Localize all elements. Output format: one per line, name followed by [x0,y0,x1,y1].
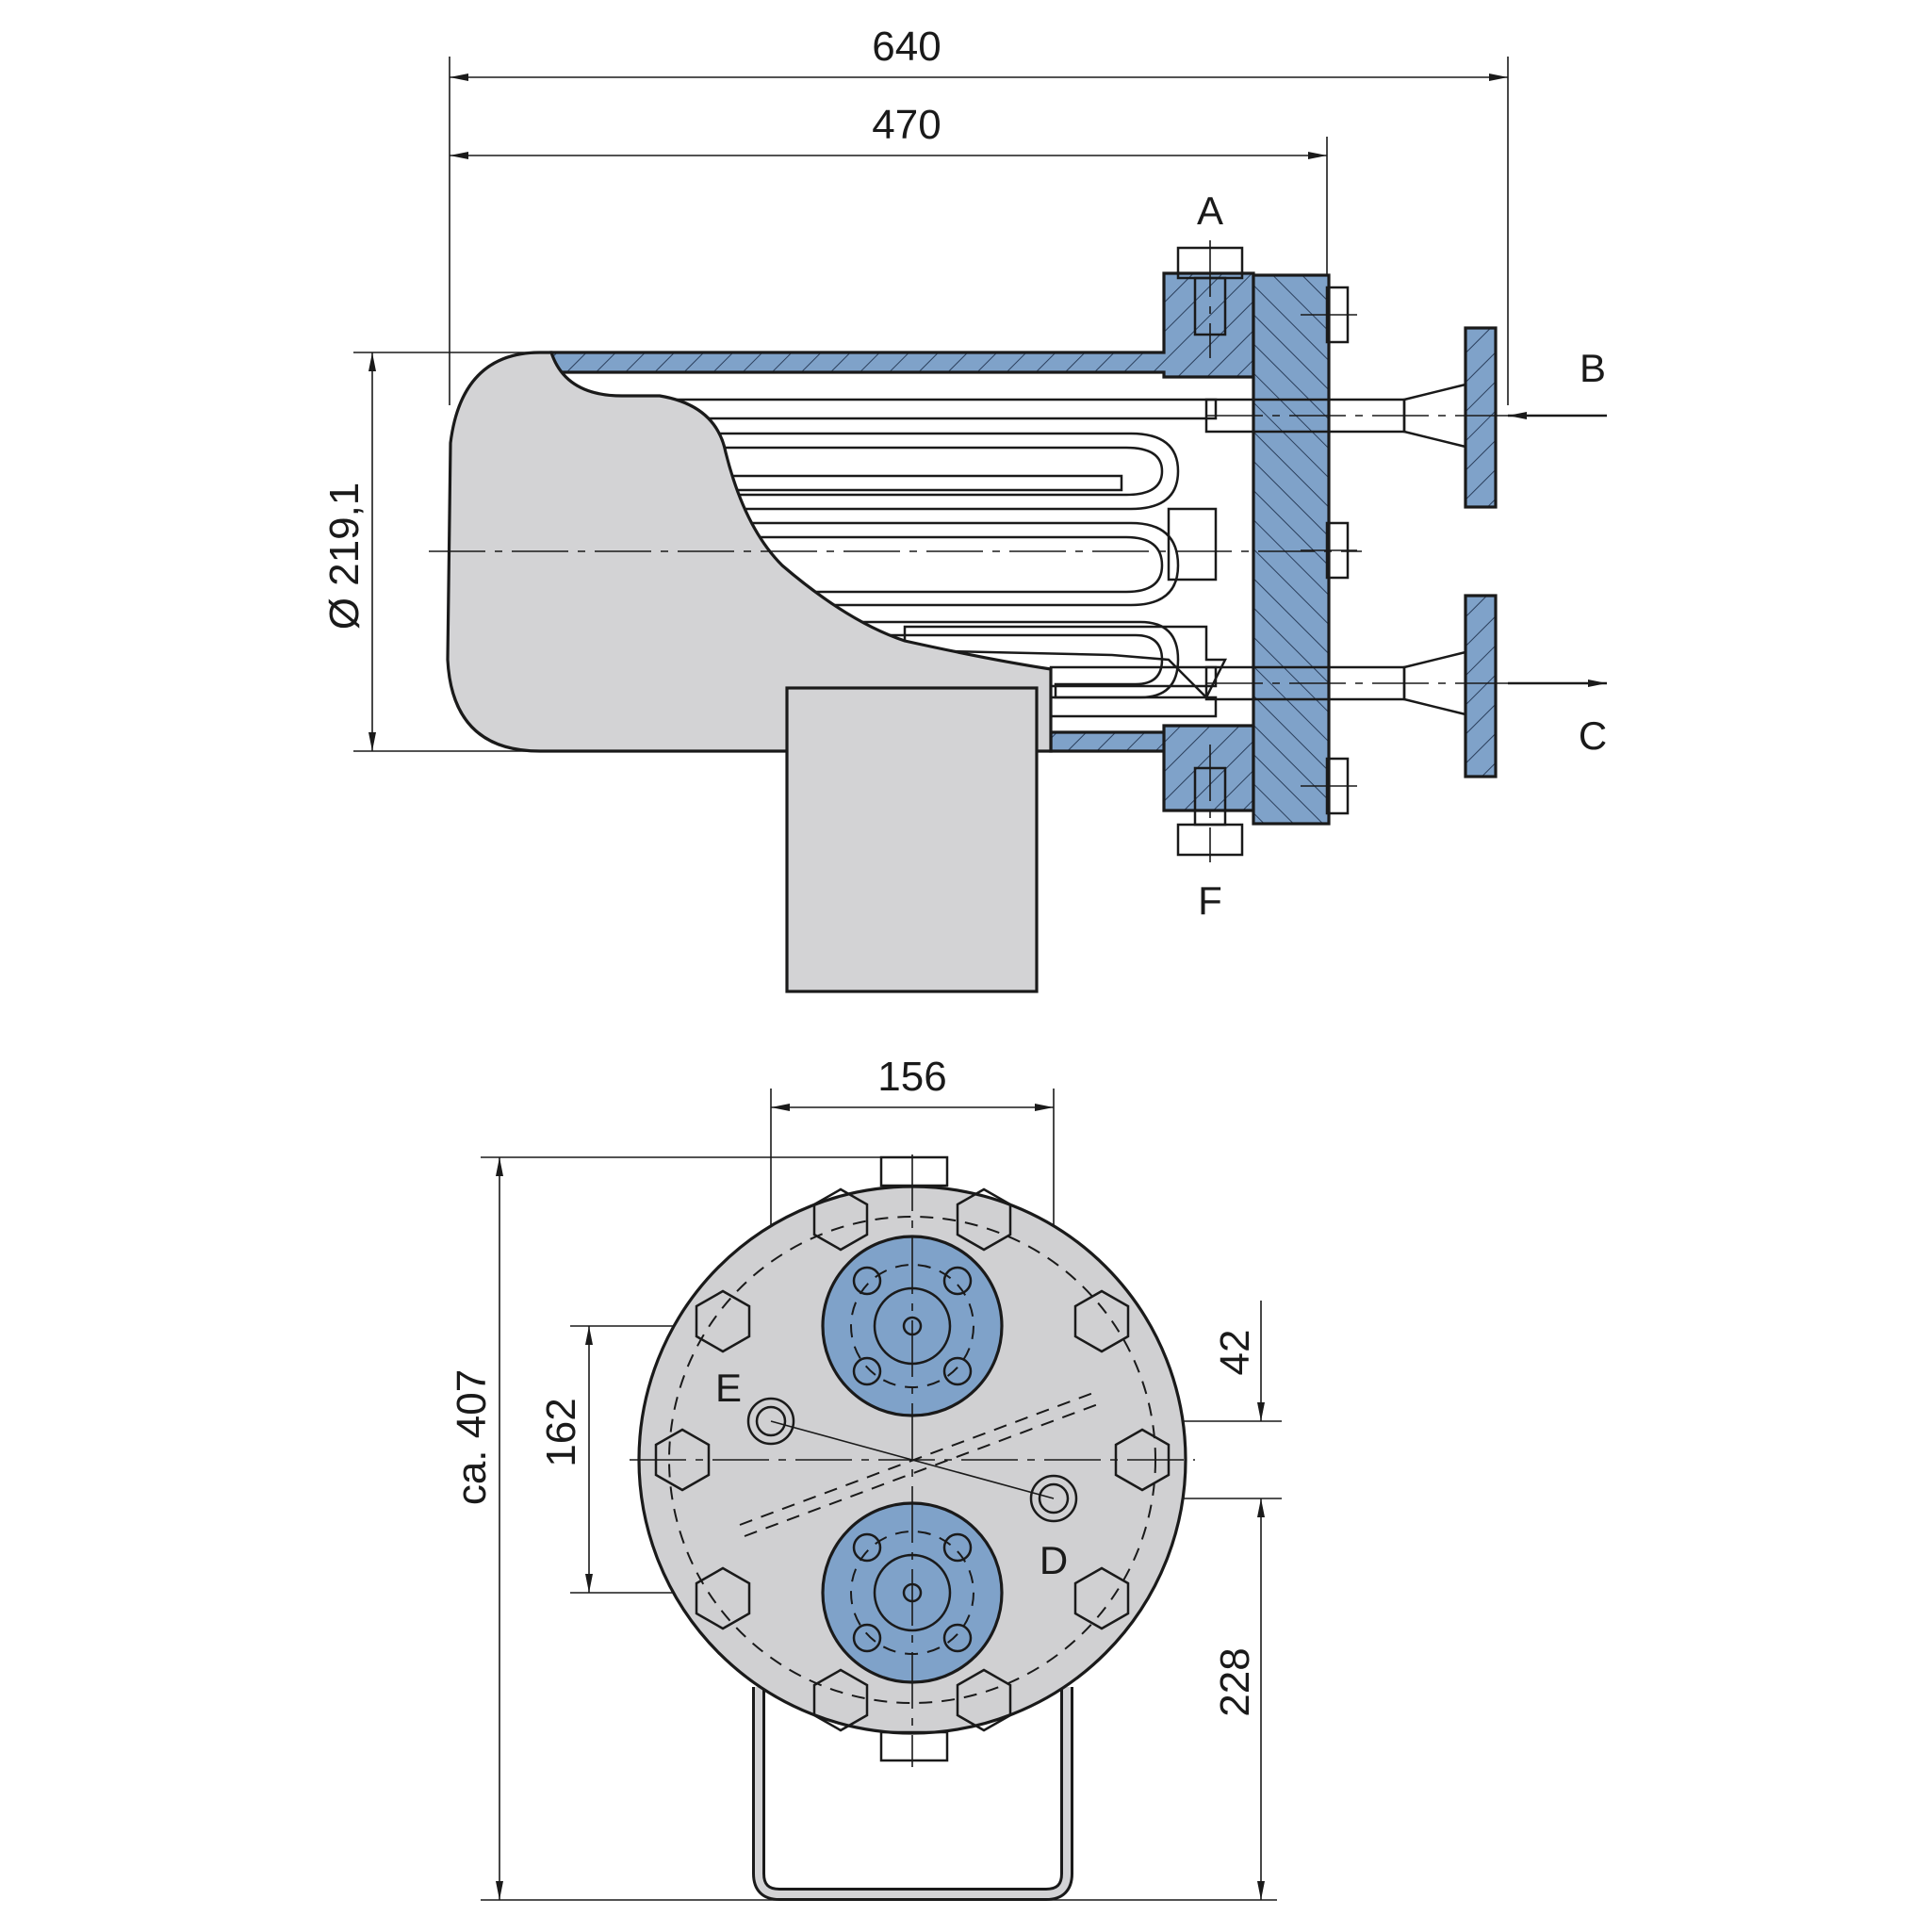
flange-plate [1252,273,1331,826]
bolt-hex-icon [956,1668,1012,1732]
side-view: 640 470 Ø 219,1 [321,24,1607,993]
label-port-b: B [1580,346,1606,390]
front-view: 156 ca. 407 162 42 228 [449,1054,1282,1901]
vent-port-a [1176,240,1244,358]
outlet-pipe-c [1204,594,1508,778]
bolt-hex-icon [1114,1428,1171,1492]
bolt-hex-icon [1073,1566,1130,1630]
hidden-baffle [739,1392,1094,1526]
bolt-hex-icon [695,1566,751,1630]
bolt-hex-icon [812,1187,869,1252]
dim-overall-length: 640 [872,24,941,70]
top-nut [879,1155,949,1187]
dim-center-height: 228 [1212,1647,1258,1716]
label-port-d: D [1040,1538,1068,1582]
drain-port-d [1029,1474,1078,1523]
flange-bolts [654,1187,1171,1732]
bolt-hex-icon [654,1428,711,1492]
bolt-hex-icon [1073,1289,1130,1353]
label-port-c: C [1579,713,1607,758]
baffle-plate [903,625,1228,700]
drain-port-f [1176,745,1244,862]
inlet-pipe-b [1204,326,1508,509]
dim-port-spacing-horizontal: 156 [877,1054,946,1100]
bolt-hex-icon [812,1668,869,1732]
support-bracket [785,686,1039,993]
dim-port-spacing-vertical: 162 [538,1398,584,1466]
vent-port-e [746,1397,795,1446]
dim-diameter: Ø 219,1 [321,483,368,630]
shell-top-wall [549,271,1255,379]
bolt-hex-icon [956,1187,1012,1252]
dim-offset: 42 [1212,1330,1258,1376]
label-port-e: E [715,1366,742,1410]
bolt-hex-icon [695,1289,751,1353]
label-port-a: A [1197,188,1223,233]
dim-overall-height: ca. 407 [449,1369,495,1505]
label-port-f: F [1198,878,1222,923]
bottom-nut [879,1730,949,1762]
dim-flange-length: 470 [872,102,941,148]
